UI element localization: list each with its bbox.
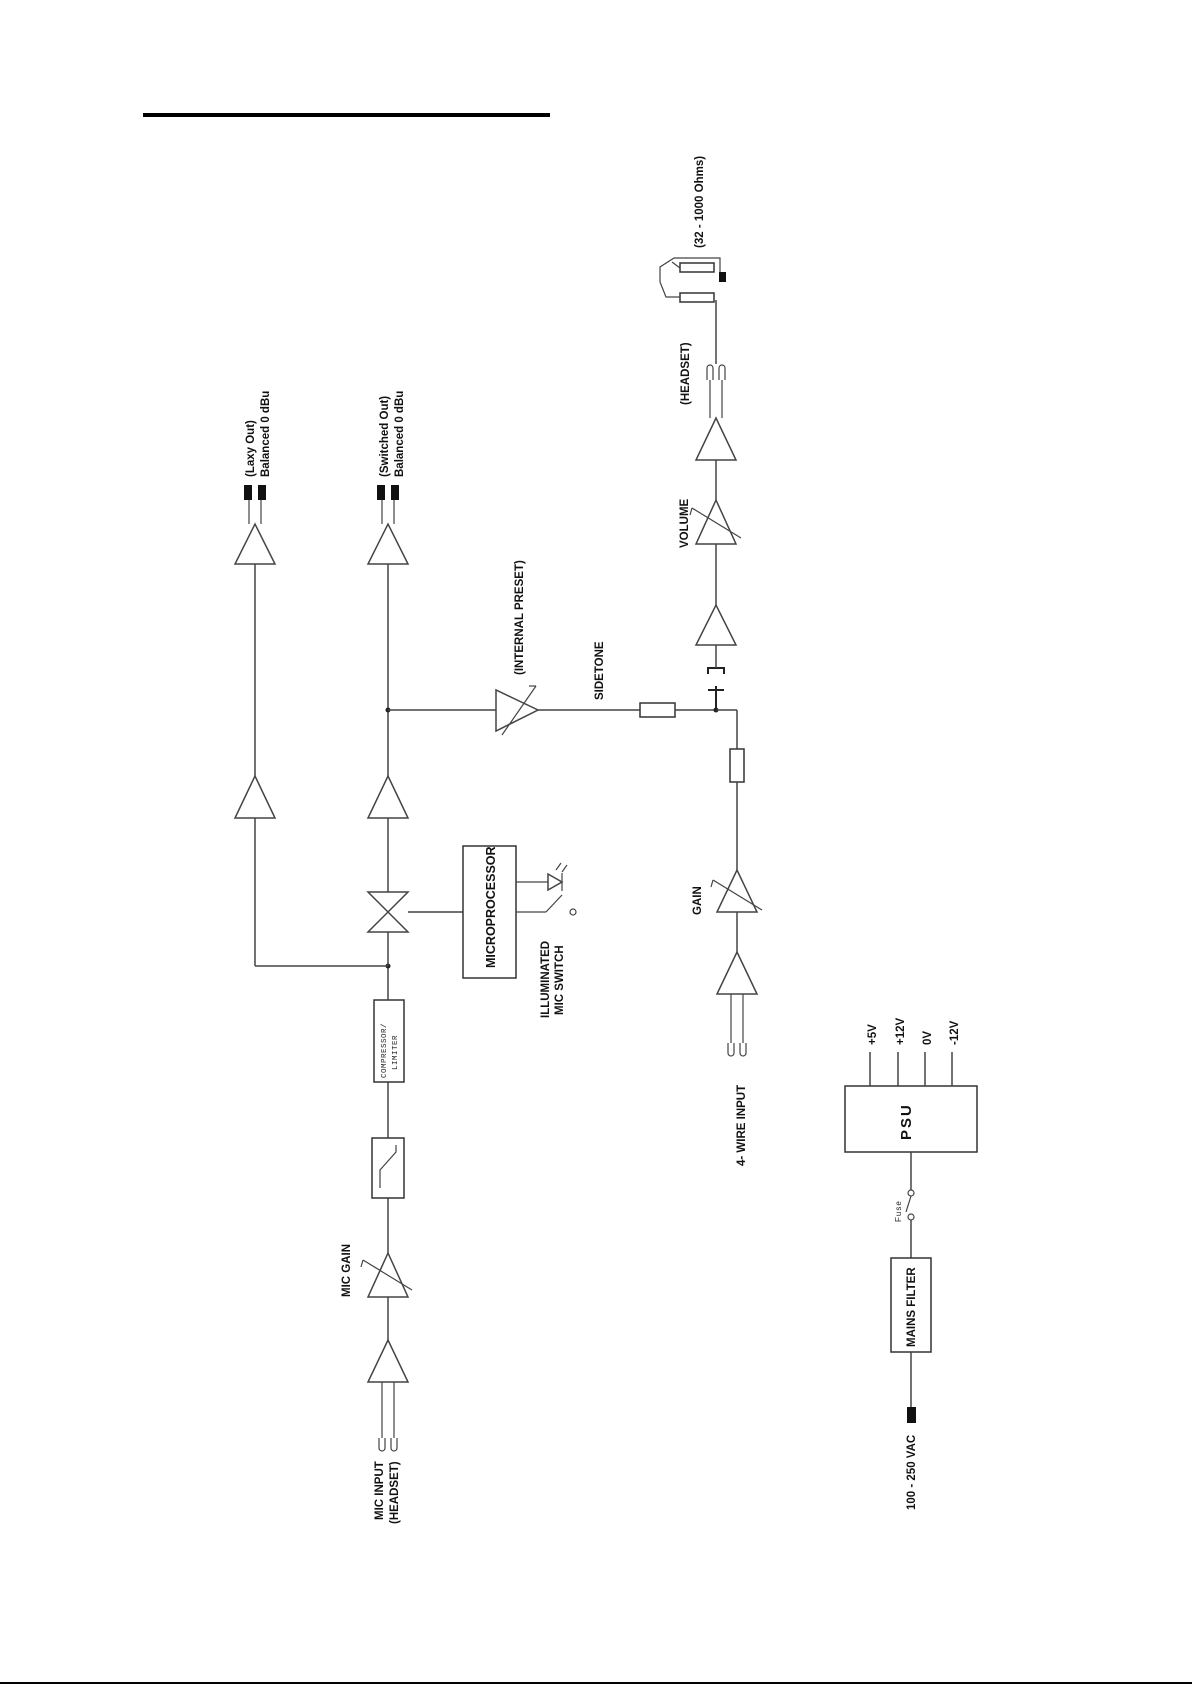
illuminated-label-line1: ILLUMINATED (540, 941, 552, 1018)
lazy-out-amplifier (235, 524, 275, 564)
compressor-label-line1: COMPRESSOR/ (381, 1023, 389, 1078)
four-wire-input-label: 4- WIRE INPUT (736, 1085, 748, 1166)
volume-label: VOLUME (679, 498, 691, 548)
volume-variable-amplifier (690, 500, 741, 544)
gain-label: GAIN (692, 886, 704, 915)
four-wire-resistor (730, 749, 744, 782)
sidetone-resistor (640, 703, 675, 717)
mic-input-label-line2: (HEADSET) (389, 1461, 401, 1524)
switched-buffer-amplifier (368, 776, 408, 818)
psu-label: PSU (898, 1103, 915, 1140)
filter-block (372, 1138, 404, 1198)
sidetone-label: SIDETONE (594, 641, 606, 700)
rail-12v-label: +12V (895, 1017, 907, 1045)
headset-output-amplifier (696, 418, 736, 460)
lazy-out-label-line2: Balanced 0 dBu (260, 391, 272, 477)
mains-input-label: 100 - 250 VAC (906, 1435, 918, 1510)
switched-out-connector-icon (377, 485, 385, 500)
psu-block: PSU (845, 1086, 977, 1152)
switched-out-label-line1: (Switched Out) (379, 396, 391, 477)
lazy-out-connector-icon (244, 485, 252, 500)
coupling-capacitor (708, 668, 724, 690)
mains-filter-label: MAINS FILTER (906, 1267, 918, 1347)
sidetone-preset-amplifier (496, 686, 538, 735)
headset-label: (HEADSET) (680, 342, 692, 405)
four-wire-input-connector-icon (728, 994, 746, 1056)
mic-gain-variable-amplifier (361, 1253, 412, 1297)
fuse-icon (906, 1190, 914, 1220)
headphones-icon (660, 258, 726, 302)
rail-0v-label: 0V (922, 1031, 934, 1045)
headset-impedance-label: (32 - 1000 Ohms) (694, 156, 706, 248)
switched-out-label-line2: Balanced 0 dBu (394, 391, 406, 477)
microprocessor-label: MICROPROCESSOR (484, 846, 498, 968)
mic-gain-label: MIC GAIN (341, 1244, 353, 1297)
illuminated-label-line2: MIC SWITCH (554, 945, 566, 1015)
microprocessor-block: MICROPROCESSOR (463, 846, 516, 978)
mic-switch-icon (546, 895, 576, 915)
switched-out-amplifier (368, 524, 408, 564)
rail-5v-label: +5V (867, 1024, 879, 1045)
four-wire-input-amplifier (717, 952, 757, 994)
mic-input-label-line1: MIC INPUT (374, 1461, 386, 1520)
mic-input-connector-icon (379, 1375, 397, 1451)
mic-preamp-amplifier (368, 1340, 408, 1382)
rail-m12v-label: -12V (949, 1020, 961, 1045)
led-icon (548, 863, 567, 891)
compressor-label-line2: LIMITER (392, 1035, 400, 1070)
compressor-limiter-block: COMPRESSOR/ LIMITER (374, 1000, 404, 1082)
mains-input-connector-icon (907, 1407, 916, 1423)
internal-preset-label: (INTERNAL PRESET) (514, 560, 526, 675)
headset-driver-amplifier (696, 605, 736, 645)
mains-filter-block: MAINS FILTER (891, 1258, 931, 1352)
lazy-buffer-amplifier (235, 776, 275, 818)
fuse-label: Fuse (894, 1200, 903, 1222)
lazy-out-label-line1: (Laxy Out) (245, 420, 257, 477)
electronic-switch (368, 892, 408, 932)
four-wire-gain-variable-amplifier (711, 870, 762, 912)
headset-connector-icon (707, 365, 725, 418)
